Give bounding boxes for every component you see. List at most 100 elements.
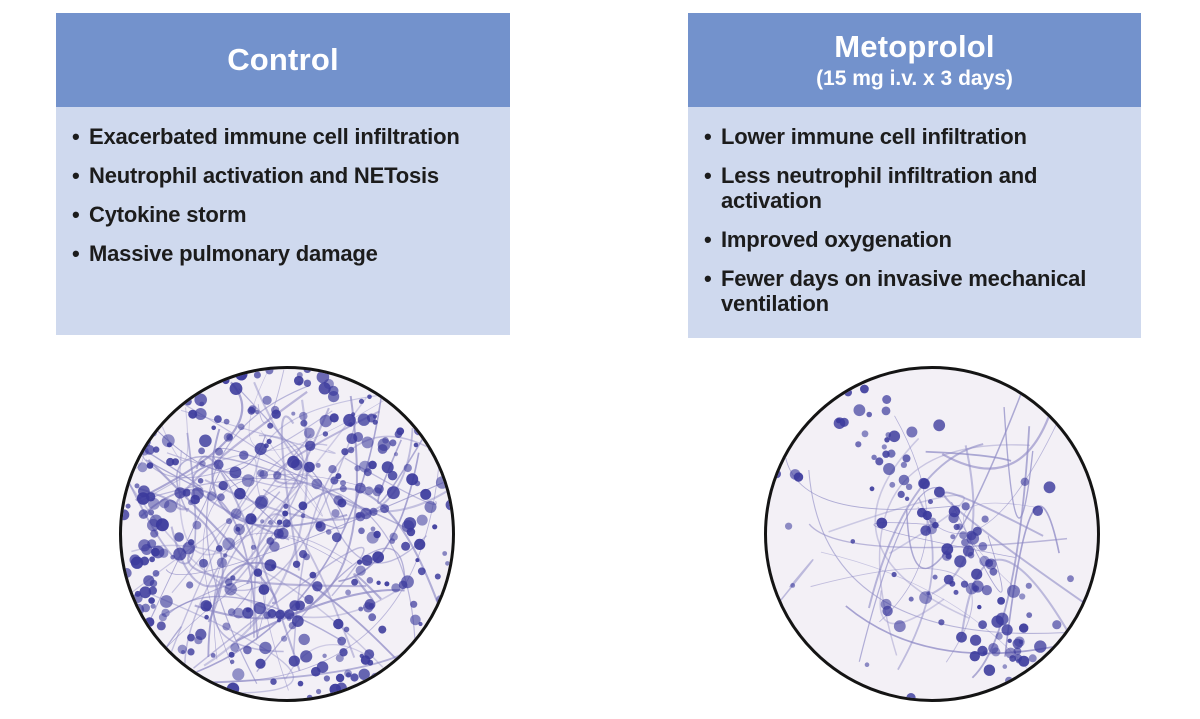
fiber — [1003, 407, 1034, 519]
cell — [351, 578, 358, 586]
cell — [323, 675, 330, 682]
cell — [354, 465, 361, 472]
cell — [350, 673, 359, 682]
cell — [433, 625, 439, 631]
cell — [288, 621, 297, 630]
cell — [160, 369, 172, 376]
cell — [144, 369, 152, 376]
cell — [389, 532, 398, 541]
cell — [298, 501, 308, 511]
cell — [215, 545, 223, 552]
cell — [933, 419, 946, 432]
fiber — [858, 486, 943, 662]
cell — [132, 593, 143, 604]
cell — [300, 650, 313, 663]
cell — [1014, 636, 1025, 648]
cell — [262, 395, 272, 405]
cell — [767, 395, 770, 401]
cell — [129, 554, 141, 566]
cell — [187, 648, 195, 656]
cell — [440, 384, 451, 395]
cell — [230, 508, 242, 519]
cell — [1019, 593, 1026, 600]
cell — [444, 369, 452, 381]
cell — [255, 658, 266, 669]
cell — [147, 518, 160, 532]
fiber — [280, 415, 301, 571]
cell — [989, 567, 998, 576]
cell — [1052, 620, 1062, 630]
cell — [288, 655, 300, 667]
cell — [906, 693, 916, 699]
cell — [1042, 690, 1052, 699]
control-header: Control — [56, 13, 510, 107]
cell — [420, 488, 432, 500]
fiber — [235, 588, 405, 642]
cell — [948, 505, 961, 518]
cell — [932, 574, 938, 580]
cell — [223, 418, 230, 425]
cell — [361, 554, 373, 566]
fiber — [123, 436, 204, 490]
cell — [1005, 676, 1013, 685]
cell — [130, 400, 139, 409]
cell — [882, 395, 892, 404]
cell — [322, 431, 329, 437]
cell — [982, 650, 988, 656]
cell — [230, 659, 235, 664]
cell — [245, 607, 251, 613]
cell — [329, 413, 339, 423]
fiber — [961, 558, 1080, 652]
cell — [281, 635, 288, 642]
cell — [322, 653, 327, 658]
bullet-dot: • — [704, 124, 712, 149]
cell — [850, 539, 856, 544]
cell — [159, 659, 172, 672]
cell — [1043, 481, 1056, 494]
fiber — [175, 390, 308, 511]
cell — [282, 510, 289, 517]
cell — [802, 654, 813, 665]
cell — [284, 609, 295, 620]
cell — [434, 573, 441, 580]
cell — [341, 448, 349, 456]
cell — [174, 532, 184, 542]
fiber — [195, 455, 301, 672]
cell — [442, 590, 448, 597]
cell — [357, 559, 363, 565]
cell — [330, 476, 339, 485]
cell — [364, 486, 374, 495]
cell — [340, 480, 346, 486]
cell — [214, 695, 220, 699]
cell — [871, 454, 877, 460]
cell — [228, 651, 235, 658]
cell — [889, 481, 896, 488]
cell — [122, 385, 131, 394]
cell — [241, 474, 255, 487]
cell — [319, 414, 332, 428]
cell — [235, 369, 248, 381]
cell — [960, 580, 969, 588]
cell — [855, 441, 862, 448]
cell — [1001, 624, 1013, 636]
cell — [267, 422, 274, 429]
cell — [961, 502, 970, 511]
cell — [194, 408, 207, 420]
cell — [368, 613, 377, 622]
fiber — [292, 435, 443, 655]
cell — [367, 394, 372, 400]
cell — [298, 633, 310, 646]
cell — [1082, 599, 1089, 607]
cell — [199, 558, 208, 568]
cell — [258, 584, 270, 595]
cell — [245, 513, 257, 525]
list-item: • Cytokine storm — [72, 202, 500, 227]
list-item: • Exacerbated immune cell infiltration — [72, 124, 500, 149]
cell — [177, 644, 187, 654]
cell — [316, 370, 330, 384]
cell — [353, 432, 364, 442]
cell — [264, 559, 277, 572]
cell — [769, 661, 783, 675]
fiber — [820, 551, 1047, 694]
cell — [789, 469, 801, 480]
